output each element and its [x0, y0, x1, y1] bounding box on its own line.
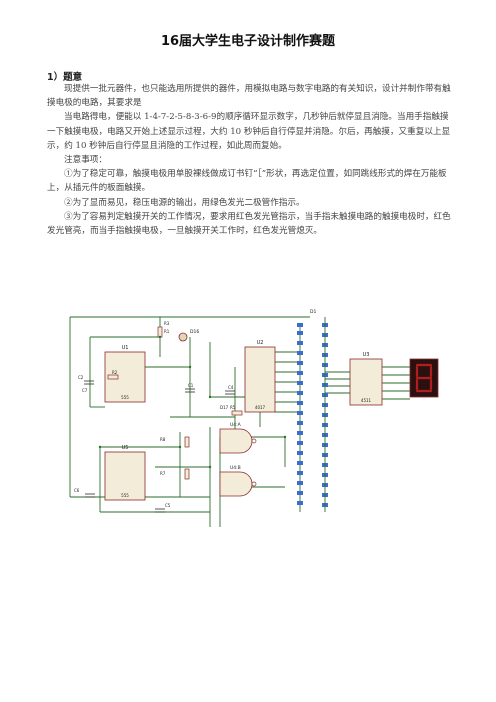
- svg-text:D17: D17: [220, 405, 229, 410]
- svg-text:C2: C2: [78, 375, 84, 380]
- svg-text:R5: R5: [230, 405, 236, 410]
- svg-text:555: 555: [121, 395, 129, 400]
- svg-text:C6: C6: [74, 488, 80, 493]
- svg-text:R1: R1: [164, 329, 170, 334]
- svg-text:R8: R8: [160, 437, 166, 442]
- svg-text:R3: R3: [164, 321, 170, 326]
- label-u2: U2: [257, 340, 264, 346]
- intro-paragraph: 现提供一批元器件，也只能选用所提供的器件，用模拟电路与数字电路的有关知识，设计并…: [47, 82, 452, 238]
- svg-text:R2: R2: [112, 370, 118, 375]
- section-heading: 1）题意: [47, 72, 83, 83]
- svg-text:4511: 4511: [361, 398, 372, 403]
- svg-text:C7: C7: [82, 388, 88, 393]
- label-u5: U5: [122, 445, 129, 451]
- paragraph-1: 现提供一批元器件，也只能选用所提供的器件，用模拟电路与数字电路的有关知识，设计并…: [47, 84, 451, 109]
- label-d16: D16: [190, 329, 199, 335]
- label-u4a: U4:A: [230, 422, 242, 428]
- label-u1: U1: [122, 345, 129, 351]
- paragraph-3: 注意事项：: [64, 155, 107, 166]
- paragraph-6: ③为了容易判定触摸开关的工作情况，要求用红色发光管指示，当手指未触摸电路的触摸电…: [47, 211, 451, 237]
- svg-text:C5: C5: [165, 503, 171, 508]
- svg-text:555: 555: [121, 493, 129, 498]
- paragraph-2: 当电路得电，便能以 1-4-7-2-5-8-3-6-9的顺序循环显示数字，几秒钟…: [47, 112, 451, 151]
- label-d1: D1: [310, 309, 316, 315]
- label-u4b: U4:B: [230, 465, 241, 471]
- label-u3: U3: [363, 352, 370, 358]
- paragraph-5: ②为了显而易见，稳压电源的输出，用绿色发光二极管作指示。: [64, 197, 305, 208]
- paragraph-4: ①为了稳定可靠，触摸电极用单股裸线做成订书钉“［”形状，再选定位置，如同跳线形式…: [47, 169, 447, 194]
- page-title: 16届大学生电子设计制作赛题: [160, 34, 336, 49]
- svg-text:4017: 4017: [255, 405, 266, 410]
- svg-text:C1: C1: [188, 383, 194, 388]
- circuit-schematic: U1 555 U5 555 U2 4017: [60, 297, 470, 527]
- svg-text:R7: R7: [160, 471, 166, 476]
- svg-text:C4: C4: [228, 385, 234, 390]
